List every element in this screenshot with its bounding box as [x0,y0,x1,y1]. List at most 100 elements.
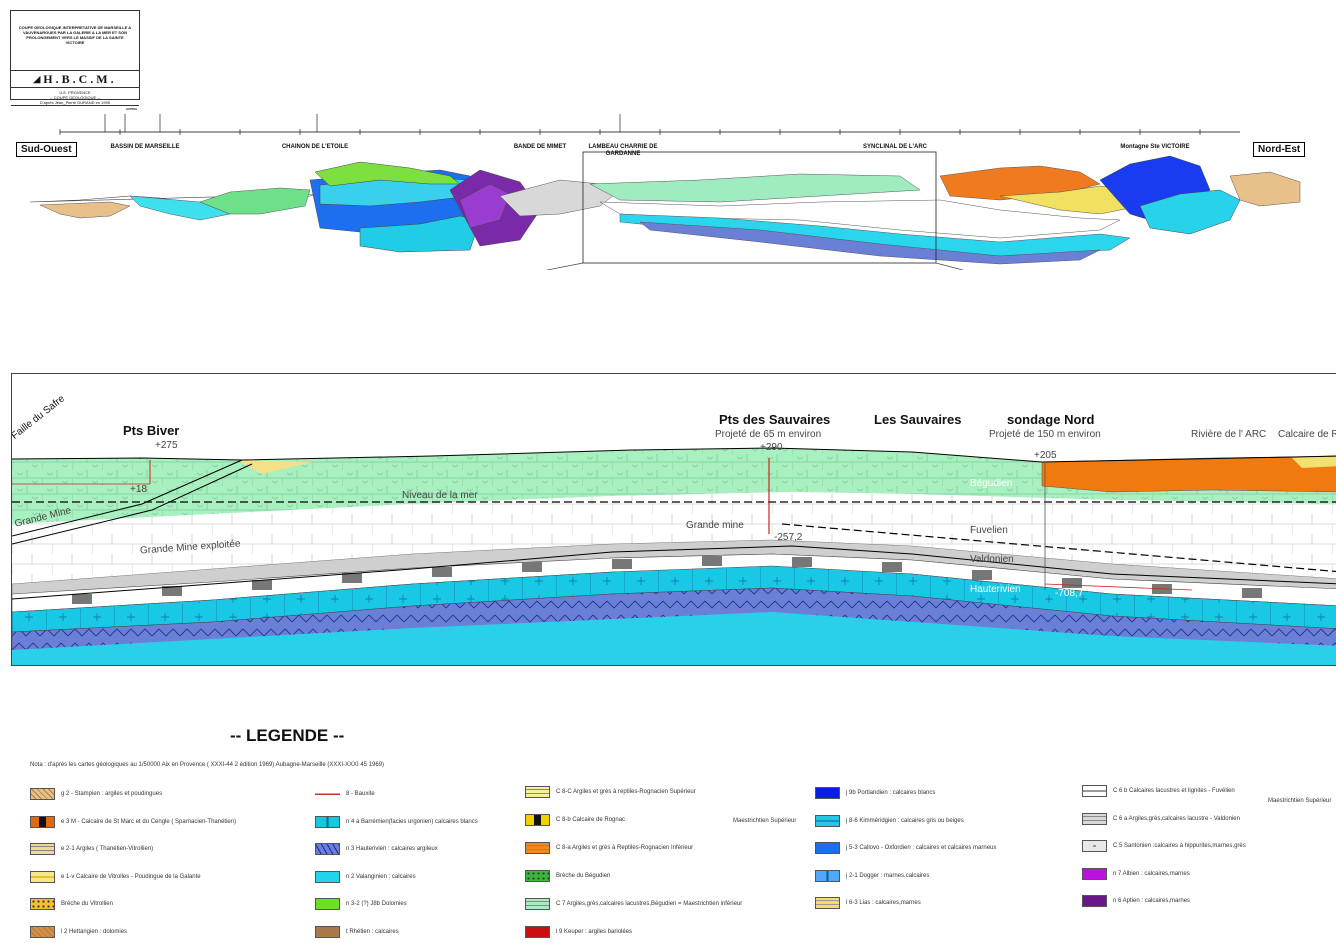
region-bassin-marseille: BASSIN DE MARSEILLE [100,144,190,151]
legend-item: C 8-b Calcaire de Rognac [525,813,625,827]
legend-item: e 2-1 Argiles ( Thanétien-Vitrollien) [30,842,153,856]
legend-item: n 7 Albien : calcaires,marnes [1082,867,1190,881]
legend-label: g 2 - Stampien : argiles et poudingues [61,791,162,797]
legend-swatch [30,898,55,910]
legend-item: j 2-1 Dogger : marnes,calcaires [815,869,929,883]
legend-label: C 6 a Argiles,grès,calcaires lacustre - … [1113,816,1240,822]
title-block: COUPE GEOLOGIQUE INTERPRETATIVE DE MARSE… [10,10,140,100]
legend-label: C 8-a Argiles et grès à Reptiles-Rognaci… [556,845,693,851]
legend-item: l 9 Keuper : argiles bariolées [525,925,632,939]
label-grande-mine-center: Grande mine [686,520,744,531]
legend-label: n 3 Hauterivien : calcaires argileux [346,846,438,852]
legend-swatch [525,786,550,798]
legend-item: C 6 b Calcaires lacustres et lignites - … [1082,784,1235,798]
region-synclinal-arc: SYNCLINAL DE L'ARC [850,144,940,151]
overview-cross-section [0,110,1336,270]
header-nord-est: Nord-Est [1253,142,1305,157]
legend-swatch [315,926,340,938]
legend-item: j 5-3 Callovo - Oxfordien : calcaires et… [815,841,996,855]
legend-label: e 1-v Calcaire de Vitrolles - Poudingue … [61,874,201,880]
overview-section: Sud-Ouest Nord-Est BASSIN DE MARSEILLE C… [0,110,1336,270]
legend-swatch [815,842,840,854]
legend-label: 8 - Bauxite [346,791,375,797]
legend-item: g 2 - Stampien : argiles et poudingues [30,787,162,801]
legend-label: n 2 Valanginien : calcaires [346,874,416,880]
brace-col5: Maestrichtien Supérieur [1268,798,1331,804]
company-name: H.B.C.M. [43,71,116,87]
label-depth-center: -257,2 [774,532,802,543]
legend-label: C 5 Santonien :calcaires à hippurites,ma… [1113,843,1246,849]
legend-label: Brèche du Bégudien [556,873,610,879]
legend-swatch [525,842,550,854]
label-sauvaires-elev: +290 [760,442,783,453]
legend-swatch [525,898,550,910]
label-les-sauvaires: Les Sauvaires [874,412,961,427]
legend-swatch [1082,785,1107,797]
legend-swatch [315,871,340,883]
legend-swatch [1082,895,1107,907]
legend-label: j 8-6 Kimméridgien : calcaires gris ou b… [846,818,964,824]
legend-item: n 3 Hauterivien : calcaires argileux [315,842,438,856]
legend-item: e 1-v Calcaire de Vitrolles - Poudingue … [30,870,201,884]
legend-item: C 7 Argiles,grès,calcaires lacustres,Bég… [525,897,742,911]
legend-swatch [315,816,340,828]
detail-strata [12,374,1336,665]
legend-label: j 2-1 Dogger : marnes,calcaires [846,873,929,879]
legend-swatch [525,926,550,938]
legend-label: e 2-1 Argiles ( Thanétien-Vitrollien) [61,846,153,852]
legend-item: Brèche du Vitrollien [30,897,113,911]
header-sud-ouest: Sud-Ouest [16,142,77,157]
legend-swatch [30,816,55,828]
legend-title: -- LEGENDE -- [230,726,344,746]
legend-item: n 6 Aptien : calcaires,marnes [1082,894,1190,908]
legend-swatch [1082,813,1107,825]
legend-label: j 5-3 Callovo - Oxfordien : calcaires et… [846,845,996,851]
legend-item: C 5 Santonien :calcaires à hippurites,ma… [1082,839,1246,853]
legend-label: t Rhétien : calcaires [346,929,399,935]
region-chainon-etoile: CHAINON DE L'ETOILE [270,144,360,151]
region-bande-mimet: BANDE DE MIMET [505,144,575,151]
region-lambeau-charrie: LAMBEAU CHARRIE DE GARDANNE [588,144,658,158]
legend-swatch [30,843,55,855]
label-sondage-nord: sondage Nord [1007,412,1094,427]
legend-label: n 4 a Barrémien(facies urgonien) calcair… [346,819,478,825]
label-hauterivien: Hauterivien [970,584,1021,595]
legend-item: C 6 a Argiles,grès,calcaires lacustre - … [1082,812,1240,826]
legend-swatch [815,897,840,909]
label-riviere-arc: Rivière de l' ARC [1191,429,1266,440]
label-valdonien: Valdonien [970,554,1014,565]
legend-item: 8 - Bauxite [315,787,375,801]
legend-swatch [30,871,55,883]
legend-label: C 7 Argiles,grès,calcaires lacustres,Bég… [556,901,742,907]
legend-label: C 6 b Calcaires lacustres et lignites - … [1113,788,1235,794]
legend-label: e 3 M - Calcaire de St Marc et du Cengle… [61,819,236,825]
legend-label: C 8-C Argiles et grès à reptiles-Rognaci… [556,789,696,795]
label-sondage-elev: +205 [1034,450,1057,461]
section-title: COUPE GEOLOGIQUE INTERPRETATIVE DE MARSE… [11,11,139,70]
legend-label: Brèche du Vitrollien [61,901,113,907]
legend-label: n 7 Albien : calcaires,marnes [1113,871,1190,877]
legend-swatch [30,926,55,938]
legend-item: j 8-6 Kimméridgien : calcaires gris ou b… [815,814,964,828]
legend-swatch [1082,840,1107,852]
legend-note: Nota : d'après les cartes géologiques au… [30,762,384,768]
label-pts-biver-depth: +18 [130,484,147,495]
legend-label: j 9b Portlandien : calcaires blancs [846,790,935,796]
legend-item: n 4 a Barrémien(facies urgonien) calcair… [315,815,478,829]
legend-label: n 6 Aptien : calcaires,marnes [1113,898,1190,904]
legend-swatch [525,870,550,882]
detail-cross-section: Faille du Safre Pts Biver +275 +18 Grand… [11,373,1336,666]
legend-label: l 9 Keuper : argiles bariolées [556,929,632,935]
label-depth-right: -708,7 [1055,588,1083,599]
region-sainte-victoire: Montagne Ste VICTOIRE [1110,144,1200,151]
legend-item: n 3-2 (?) J8b Dolomies [315,897,407,911]
legend-item: j 9b Portlandien : calcaires blancs [815,786,935,800]
legend-swatch [525,814,550,826]
label-pts-biver-elev: +275 [155,440,178,451]
legend-swatch [30,788,55,800]
company-logo-icon: ◢ [33,74,40,85]
legend-item: l 6-3 Lias : calcaires,marnes [815,896,921,910]
legend-item: e 3 M - Calcaire de St Marc et du Cengle… [30,815,236,829]
legend-swatch [315,898,340,910]
label-niveau-mer: Niveau de la mer [402,490,478,501]
